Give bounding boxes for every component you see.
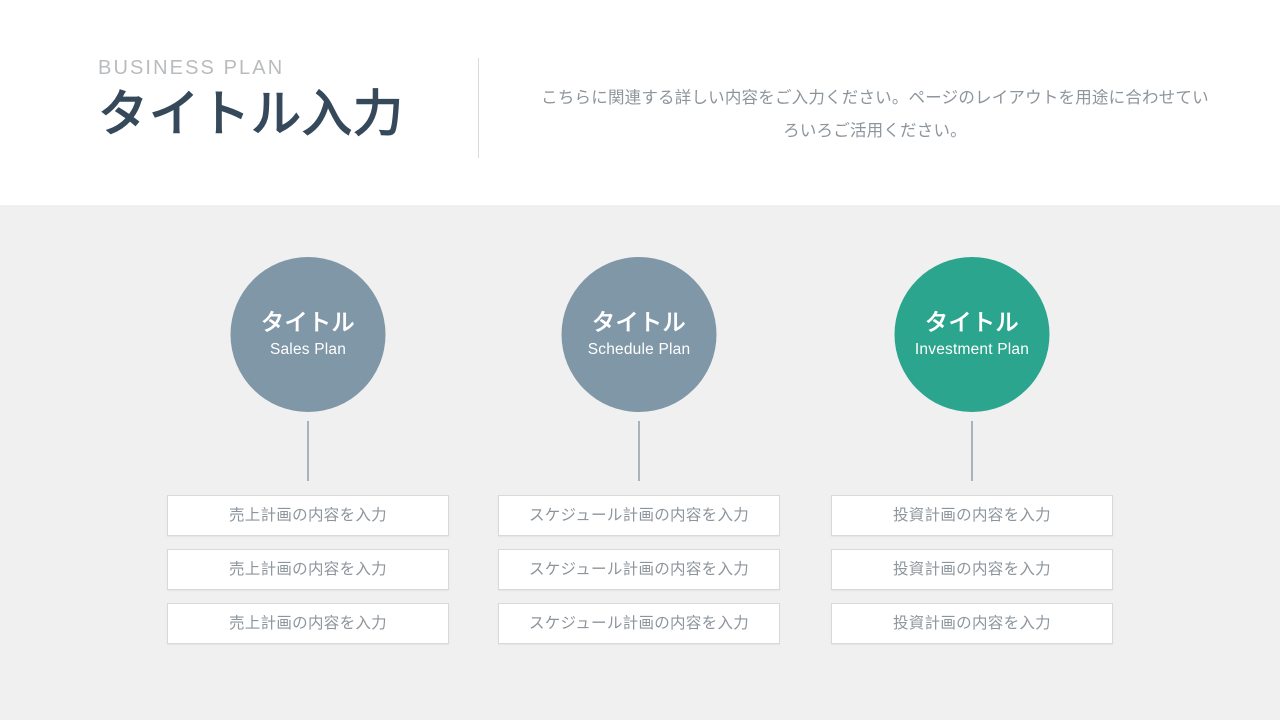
circle-title: タイトル <box>925 309 1019 336</box>
item-box[interactable]: スケジュール計画の内容を入力 <box>498 603 780 644</box>
header-inner: BUSINESS PLAN タイトル入力 こちらに関連する詳しい内容をご入力くだ… <box>0 0 1280 205</box>
page-title: タイトル入力 <box>98 86 404 142</box>
item-box-label: スケジュール計画の内容を入力 <box>528 506 750 524</box>
item-box-label: 投資計画の内容を入力 <box>892 506 1051 524</box>
item-box[interactable]: 売上計画の内容を入力 <box>167 495 449 536</box>
item-box-label: 投資計画の内容を入力 <box>892 560 1051 578</box>
title-block: BUSINESS PLAN タイトル入力 <box>98 58 458 142</box>
circle-wrap: タイトル Sales Plan <box>167 205 449 481</box>
header-description: こちらに関連する詳しい内容をご入力ください。ページのレイアウトを用途に合わせてい… <box>541 89 1209 140</box>
circle-subtitle: Investment Plan <box>914 341 1030 358</box>
column-sales-plan: タイトル Sales Plan 売上計画の内容を入力 売上計画の内容を入力 売上… <box>167 205 449 644</box>
item-box[interactable]: 投資計画の内容を入力 <box>831 549 1113 590</box>
item-box-list: スケジュール計画の内容を入力 スケジュール計画の内容を入力 スケジュール計画の内… <box>498 495 780 657</box>
circle-subtitle: Schedule Plan <box>587 341 691 358</box>
item-box-list: 投資計画の内容を入力 投資計画の内容を入力 投資計画の内容を入力 <box>831 495 1113 657</box>
circle-wrap: タイトル Investment Plan <box>831 205 1113 481</box>
item-box-label: スケジュール計画の内容を入力 <box>528 560 750 578</box>
circle-wrap: タイトル Schedule Plan <box>498 205 780 481</box>
item-box-list: 売上計画の内容を入力 売上計画の内容を入力 売上計画の内容を入力 <box>167 495 449 657</box>
item-box-label: 売上計画の内容を入力 <box>228 506 387 524</box>
circle-title: タイトル <box>261 309 355 336</box>
connector-line <box>307 421 309 481</box>
item-box-label: スケジュール計画の内容を入力 <box>528 614 750 632</box>
item-box[interactable]: スケジュール計画の内容を入力 <box>498 495 780 536</box>
item-box[interactable]: 売上計画の内容を入力 <box>167 549 449 590</box>
circle-badge-schedule-plan[interactable]: タイトル Schedule Plan <box>561 257 717 412</box>
item-box-label: 売上計画の内容を入力 <box>228 560 387 578</box>
item-box[interactable]: 売上計画の内容を入力 <box>167 603 449 644</box>
circle-badge-investment-plan[interactable]: タイトル Investment Plan <box>894 257 1050 412</box>
item-box[interactable]: 投資計画の内容を入力 <box>831 603 1113 644</box>
item-box-label: 売上計画の内容を入力 <box>228 614 387 632</box>
item-box[interactable]: 投資計画の内容を入力 <box>831 495 1113 536</box>
circle-badge-sales-plan[interactable]: タイトル Sales Plan <box>230 257 386 412</box>
column-schedule-plan: タイトル Schedule Plan スケジュール計画の内容を入力 スケジュール… <box>498 205 780 644</box>
circle-title: タイトル <box>592 309 686 336</box>
eyebrow-label: BUSINESS PLAN <box>98 57 285 79</box>
columns-area: タイトル Sales Plan 売上計画の内容を入力 売上計画の内容を入力 売上… <box>0 205 1280 720</box>
header-band: BUSINESS PLAN タイトル入力 こちらに関連する詳しい内容をご入力くだ… <box>0 0 1280 205</box>
item-box-label: 投資計画の内容を入力 <box>892 614 1051 632</box>
connector-line <box>971 421 973 481</box>
item-box[interactable]: スケジュール計画の内容を入力 <box>498 549 780 590</box>
column-investment-plan: タイトル Investment Plan 投資計画の内容を入力 投資計画の内容を… <box>831 205 1113 644</box>
connector-line <box>638 421 640 481</box>
circle-subtitle: Sales Plan <box>269 341 347 358</box>
header-vertical-divider <box>478 58 479 158</box>
